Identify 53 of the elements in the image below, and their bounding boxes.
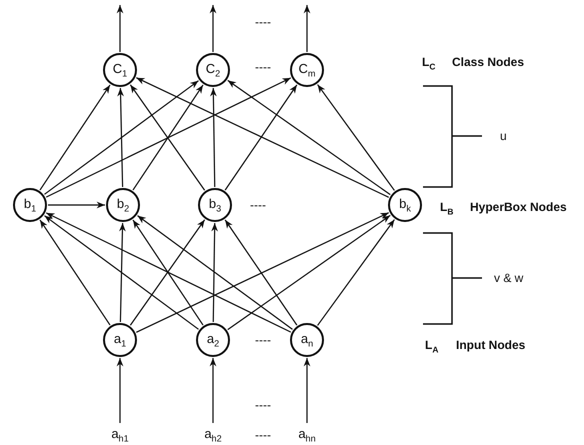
neuron-node: C$_{2}$ xyxy=(196,53,230,87)
weight-label: v & w xyxy=(494,271,524,285)
neuron-node: b$_{k}$ xyxy=(388,188,422,222)
ellipsis: ---- xyxy=(255,428,271,442)
arrow xyxy=(48,202,105,208)
neuron-node: C$_{m}$ xyxy=(290,53,324,87)
arrow xyxy=(211,222,218,322)
layer-label: L$_{B}$ xyxy=(440,200,454,218)
input-value-label: a$_{hn}$ xyxy=(287,425,327,445)
ellipsis: ---- xyxy=(255,15,271,29)
arrow xyxy=(39,84,111,190)
arrow xyxy=(210,358,216,423)
arrow xyxy=(304,5,310,52)
neuron-node: a$_{1}$ xyxy=(103,323,137,357)
arrow xyxy=(44,215,199,330)
arrow xyxy=(224,220,298,326)
layer-label: Input Nodes xyxy=(456,338,526,352)
layer-label: L$_{A}$ xyxy=(425,338,438,356)
arrow xyxy=(304,358,310,423)
neuron-node: C$_{1}$ xyxy=(103,53,137,87)
layer-label: HyperBox Nodes xyxy=(470,200,567,214)
ellipsis: ---- xyxy=(250,198,266,212)
arrow xyxy=(317,84,395,191)
arrow xyxy=(117,88,124,188)
neuron-node: a$_{n}$ xyxy=(290,323,324,357)
arrow xyxy=(119,222,126,322)
neuron-node: b$_{1}$ xyxy=(13,188,47,222)
arrow xyxy=(224,84,298,190)
ellipsis: ---- xyxy=(255,333,271,347)
arrow xyxy=(210,5,216,52)
neuron-node: a$_{2}$ xyxy=(196,323,230,357)
neuron-node: b$_{3}$ xyxy=(198,188,232,222)
ellipsis: ---- xyxy=(255,398,271,412)
arrow xyxy=(317,219,395,326)
arrow xyxy=(46,77,292,198)
weight-label: u xyxy=(500,129,507,143)
arrow xyxy=(136,212,389,333)
ellipsis: ---- xyxy=(255,60,271,74)
arrow xyxy=(44,80,199,195)
input-value-label: a$_{h1}$ xyxy=(100,425,140,445)
input-value-label: a$_{h2}$ xyxy=(193,425,233,445)
arrow xyxy=(46,212,292,333)
layer-label: L$_{C}$ xyxy=(422,55,436,74)
arrow xyxy=(227,214,391,330)
arrow xyxy=(116,5,124,52)
arrow xyxy=(137,215,293,330)
arrow xyxy=(39,220,111,326)
arrow xyxy=(136,77,389,198)
arrow xyxy=(210,88,217,188)
neuron-node: b$_{2}$ xyxy=(106,188,140,222)
arrow xyxy=(116,358,124,423)
arrow xyxy=(227,80,391,196)
layer-label: Class Nodes xyxy=(452,55,524,69)
